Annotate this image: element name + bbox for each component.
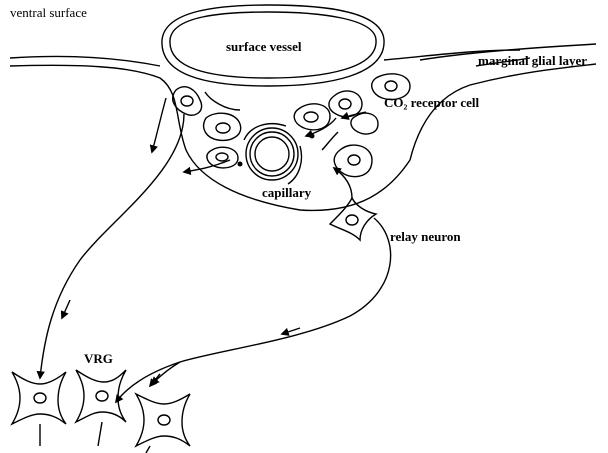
- label-marginal-glial-layer: marginal glial layer: [478, 54, 587, 67]
- glial-cell-nucleus: [339, 99, 351, 109]
- descending-fiber: [62, 300, 70, 318]
- vrg-stump: [146, 446, 150, 453]
- glial-cell-nucleus: [385, 81, 397, 91]
- arrow: [282, 328, 300, 334]
- glial-cell: [207, 147, 238, 168]
- relay-neuron-nucleus: [346, 215, 358, 225]
- glial-cell: [204, 113, 241, 140]
- vrg-stump: [98, 422, 102, 446]
- synapse: [310, 134, 315, 139]
- label-vrg: VRG: [84, 352, 113, 365]
- arrow: [150, 374, 160, 386]
- label-co2-receptor-cell: CO₂ receptor cell: [384, 96, 479, 109]
- receptor-process: [306, 118, 336, 136]
- synapse: [238, 162, 243, 167]
- vrg-neuron-nucleus: [96, 391, 108, 401]
- capillary-wall: [250, 132, 294, 176]
- descending-fiber: [40, 114, 184, 378]
- glial-cell-nucleus: [216, 153, 228, 161]
- glial-cell: [294, 104, 330, 130]
- vrg-neuron-nucleus: [158, 415, 170, 425]
- capillary-endfoot: [288, 146, 302, 184]
- co2-receptor-nucleus: [348, 155, 360, 165]
- label-capillary: capillary: [262, 186, 311, 199]
- ventral-surface-line: [10, 56, 160, 66]
- glial-cell: [329, 91, 362, 117]
- descending-fiber: [152, 98, 166, 152]
- capillary-outer: [246, 128, 298, 180]
- glial-cell-nucleus: [181, 96, 193, 106]
- glial-cell: [351, 113, 378, 134]
- relay-axon: [116, 218, 391, 402]
- label-ventral-surface: ventral surface: [10, 6, 87, 19]
- vrg-neuron-nucleus: [34, 393, 46, 403]
- relay-axon: [334, 168, 352, 198]
- vrg-neuron: [12, 372, 66, 424]
- glial-cell-nucleus: [216, 123, 230, 133]
- glial-cell-nucleus: [304, 112, 318, 122]
- vrg-neuron: [136, 394, 190, 446]
- descending-fiber: [184, 160, 230, 172]
- label-relay-neuron: relay neuron: [390, 230, 461, 243]
- vrg-neuron: [76, 370, 126, 422]
- receptor-process: [322, 132, 338, 150]
- label-surface-vessel: surface vessel: [226, 40, 301, 53]
- relay-axon-branch: [152, 362, 180, 384]
- capillary-endfoot: [244, 124, 286, 140]
- glial-layer-inner: [205, 92, 240, 110]
- capillary-lumen: [255, 137, 289, 171]
